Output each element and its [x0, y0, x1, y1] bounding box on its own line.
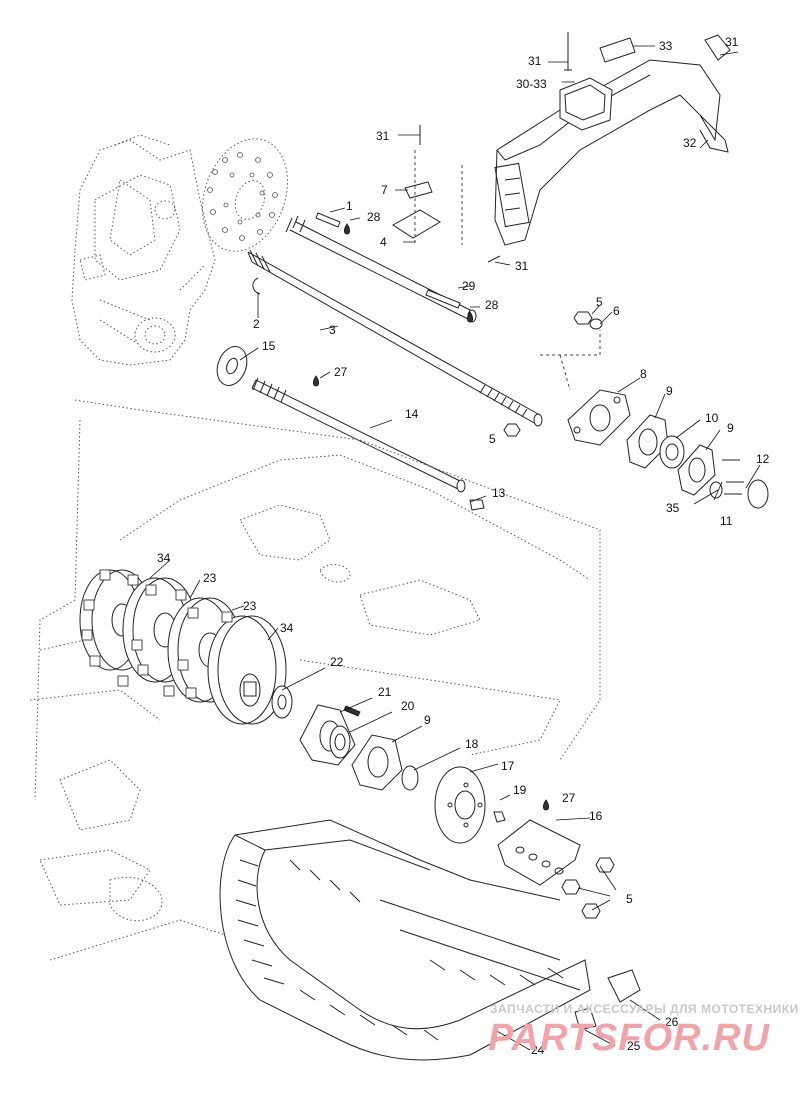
callout-7: 7 — [381, 183, 388, 197]
circlip-part-2 — [252, 277, 261, 295]
callout-22: 22 — [330, 655, 344, 669]
plug-part-13 — [469, 499, 485, 511]
seal-part-22 — [271, 685, 293, 719]
callout-9-b: 9 — [727, 421, 734, 435]
flange-part-9b — [677, 444, 716, 496]
callout-15: 15 — [262, 339, 276, 353]
fitting-part-19 — [493, 811, 506, 823]
callout-28-b: 28 — [485, 298, 499, 312]
callout-31-b: 31 — [725, 35, 739, 49]
label-part-33 — [599, 37, 636, 63]
grease-drop-icon — [466, 311, 474, 323]
callout-4: 4 — [380, 235, 387, 249]
callout-5-upper: 5 — [596, 295, 603, 309]
bearing-part-10 — [659, 435, 685, 469]
callout-14: 14 — [405, 407, 419, 421]
callout-2: 2 — [253, 317, 260, 331]
watermark-tagline: ЗАПЧАСТИ И АКСЕССУАРЫ ДЛЯ МОТОТЕХНИКИ — [490, 1002, 799, 1016]
callout-18: 18 — [465, 737, 479, 751]
callout-27-a: 27 — [334, 365, 348, 379]
callout-30-33: 30-33 — [516, 77, 547, 91]
ring-part-18 — [401, 765, 419, 791]
callout-34-b: 34 — [280, 621, 294, 635]
callout-16: 16 — [589, 809, 603, 823]
spacer-part-35 — [709, 481, 723, 499]
callout-33: 33 — [659, 39, 673, 53]
plate-part-17 — [434, 766, 486, 844]
clip-part-7 — [404, 181, 433, 199]
callout-10: 10 — [705, 411, 719, 425]
callout-29: 29 — [462, 279, 476, 293]
chaincase-housing — [71, 134, 216, 366]
callout-31-d: 31 — [515, 259, 529, 273]
watermark-brand: PARTSFOR.RU — [488, 1017, 770, 1059]
key-part-1 — [315, 212, 341, 228]
grease-drop-icon — [312, 375, 320, 387]
nut-part-5 — [503, 423, 521, 437]
brake-disc — [201, 138, 289, 252]
callout-23-b: 23 — [243, 599, 257, 613]
callout-35: 35 — [666, 501, 680, 515]
sprocket-teeth — [81, 569, 233, 699]
chassis-tunnel — [29, 399, 601, 961]
callout-5-lower: 5 — [626, 892, 633, 906]
watermark: ЗАПЧАСТИ И АКСЕССУАРЫ ДЛЯ МОТОТЕХНИКИ PA… — [488, 1002, 799, 1059]
callout-31-a: 31 — [528, 54, 542, 68]
rivet-part-31 — [419, 32, 731, 263]
callout-1: 1 — [346, 199, 353, 213]
clip-part-25 — [574, 1007, 597, 1031]
drive-shaft-3 — [247, 249, 543, 427]
leader-lines — [149, 45, 761, 1051]
callout-28-a: 28 — [367, 210, 381, 224]
callout-9-c: 9 — [424, 713, 431, 727]
callout-11: 11 — [720, 514, 733, 528]
nut-part-5-washer-6 — [573, 311, 603, 330]
track-part-24 — [219, 819, 591, 1061]
plate-part-4 — [392, 209, 441, 239]
nut-part-5-lower — [561, 857, 615, 919]
grease-drop-icon — [343, 223, 351, 235]
slider-part-26 — [607, 969, 641, 1003]
upper-shaft-29 — [285, 215, 477, 323]
callout-24: 24 — [531, 1043, 545, 1057]
washer-part-15 — [216, 346, 248, 386]
callout-3: 3 — [329, 323, 336, 337]
callout-labels: 1 2 3 4 5 5 5 6 7 8 9 9 9 10 11 12 13 14… — [157, 35, 770, 1057]
key-part-29 — [425, 289, 461, 309]
callout-25: 25 — [627, 1039, 641, 1053]
callout-20: 20 — [401, 699, 415, 713]
callout-12: 12 — [756, 452, 770, 466]
callout-31-c: 31 — [376, 129, 390, 143]
callout-23-a: 23 — [203, 571, 217, 585]
bearing-plate-part-8 — [567, 389, 631, 446]
shaft-part-14 — [251, 377, 466, 493]
callout-17: 17 — [501, 759, 515, 773]
callout-27-b: 27 — [562, 791, 576, 805]
callout-32: 32 — [683, 136, 697, 150]
callout-9-a: 9 — [666, 384, 673, 398]
flange-part-21 — [299, 704, 361, 766]
bracket-part-16 — [497, 819, 581, 886]
bracket-part-30-33 — [559, 77, 613, 131]
callout-5-mid: 5 — [489, 432, 496, 446]
callout-8: 8 — [640, 367, 647, 381]
callout-13: 13 — [492, 486, 506, 500]
grease-drop-icon — [542, 799, 550, 811]
sprocket-part-34b — [207, 615, 287, 725]
oring-part-12 — [747, 479, 769, 509]
callout-34-a: 34 — [157, 551, 171, 565]
bolt-part-11 — [722, 459, 744, 495]
callout-6: 6 — [613, 304, 620, 318]
callout-19: 19 — [513, 783, 527, 797]
callout-26: 26 — [665, 1015, 679, 1029]
callout-21: 21 — [378, 685, 392, 699]
bearing-part-20 — [329, 725, 351, 759]
flange-part-9c — [351, 734, 403, 791]
